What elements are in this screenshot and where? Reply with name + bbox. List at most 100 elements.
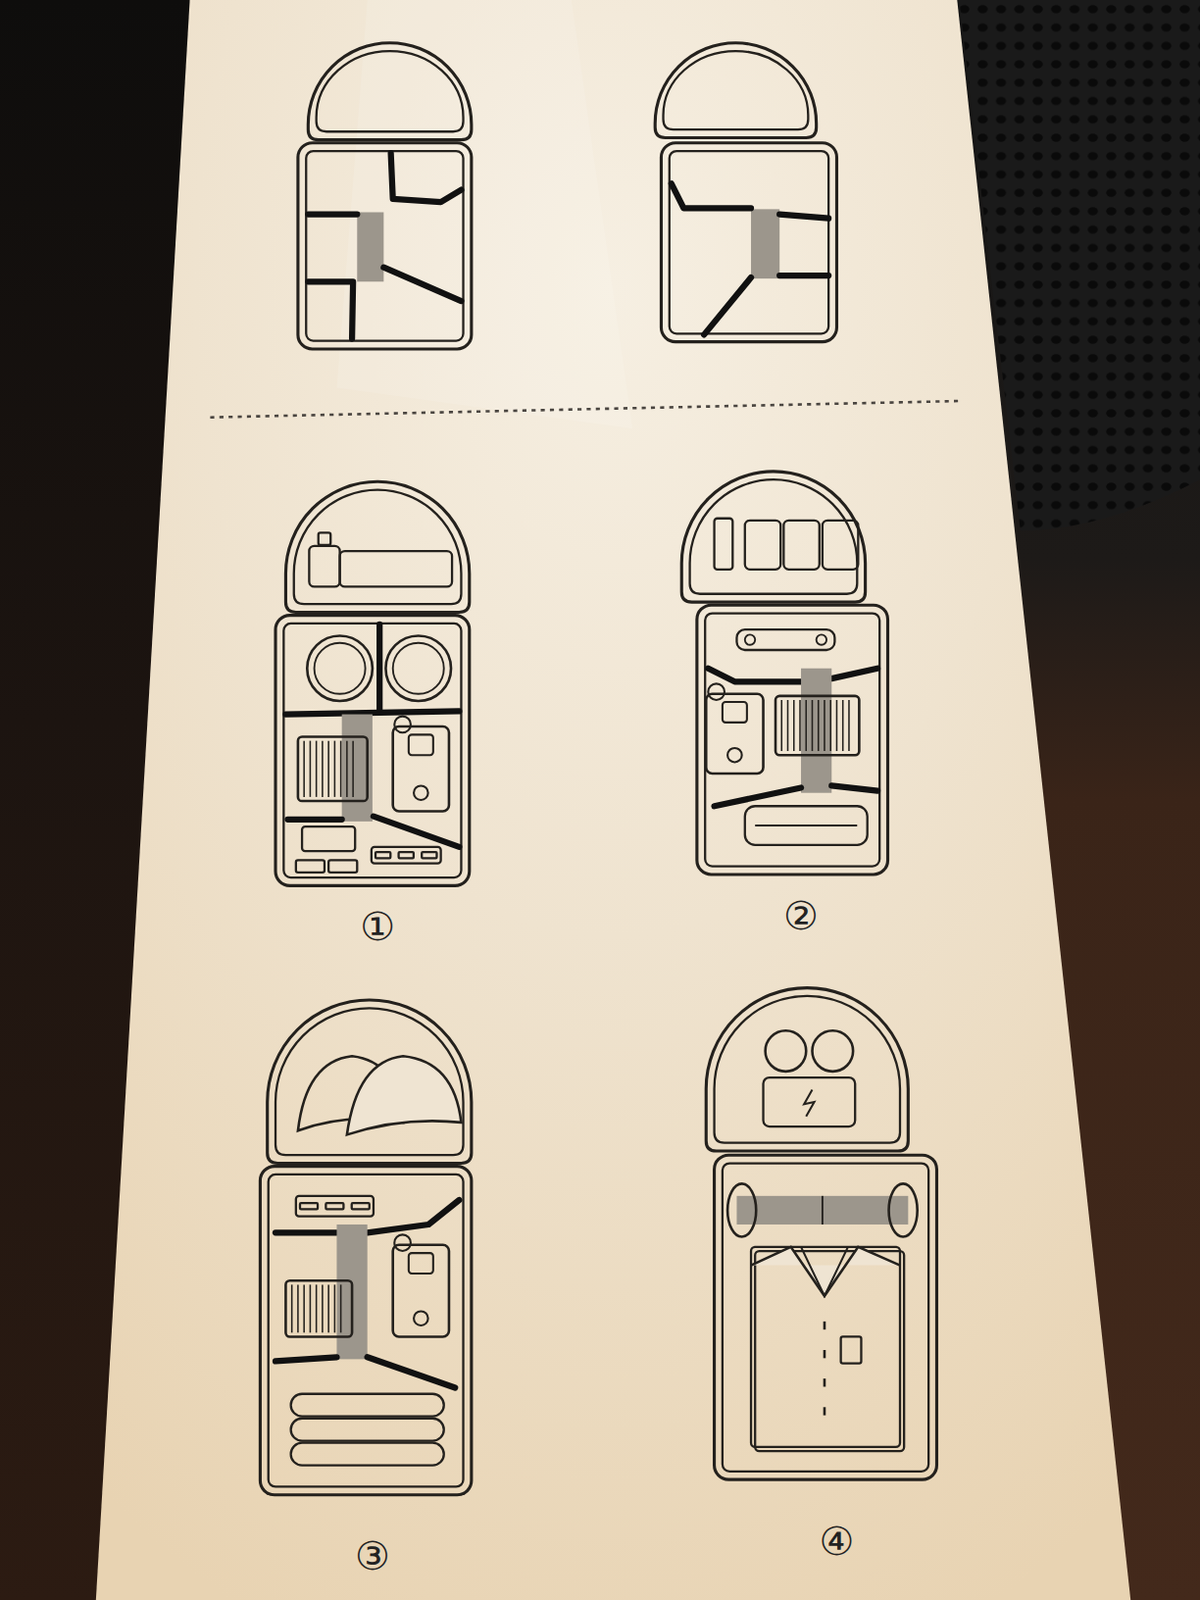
lid-pocket-inner xyxy=(690,479,858,595)
headband-joint xyxy=(821,1196,824,1225)
light-patch xyxy=(336,0,633,429)
lens-ridge xyxy=(848,700,850,751)
divider-wall xyxy=(307,281,353,339)
lid-pocket-inner xyxy=(714,996,900,1144)
usb-port xyxy=(325,1202,344,1209)
divider-wall xyxy=(779,272,829,279)
lens-ridge xyxy=(321,1284,324,1333)
lightning-symbol xyxy=(803,1090,814,1117)
callout-number: ② xyxy=(783,896,819,936)
compartment-frame xyxy=(654,43,837,343)
divider-wall xyxy=(831,785,878,791)
gimbal-handle xyxy=(308,546,340,588)
divider-wall xyxy=(707,668,801,683)
battery xyxy=(745,520,781,570)
usb-port xyxy=(399,851,414,858)
lens-ridge xyxy=(327,1284,330,1333)
camera-dial xyxy=(707,683,725,700)
lens xyxy=(298,736,368,801)
lens-ridge xyxy=(829,700,832,751)
velcro-strap xyxy=(736,1196,908,1225)
divider-wall xyxy=(373,816,459,848)
lens xyxy=(285,1280,352,1337)
lens-ridge xyxy=(309,1284,312,1333)
compartment-frame xyxy=(275,481,470,886)
dotted-divider xyxy=(209,400,959,418)
velcro-strap xyxy=(800,668,832,794)
folded-drone xyxy=(745,805,868,846)
main-compartment-inner xyxy=(704,613,880,867)
divider-wall xyxy=(288,816,343,823)
camera-body xyxy=(393,726,450,811)
compartment-frame xyxy=(259,1000,471,1496)
lid-pocket-outline xyxy=(654,43,816,139)
usb-hub xyxy=(371,847,442,864)
divider-wall xyxy=(779,214,829,219)
camera-dial xyxy=(394,716,411,734)
lens-ridge xyxy=(836,700,839,751)
lens-ridge xyxy=(340,1284,343,1333)
divider-wall xyxy=(307,210,357,217)
lens-cap-rim xyxy=(393,643,445,695)
divider-wall xyxy=(703,277,751,335)
camera-icon xyxy=(705,683,859,774)
camera-body xyxy=(705,694,763,774)
main-compartment-outline xyxy=(660,143,837,343)
camera-button xyxy=(413,1310,429,1326)
lid-pocket-outline xyxy=(681,471,865,602)
lid-pocket-inner xyxy=(663,50,809,130)
divider-wall xyxy=(831,668,878,679)
lens-ridge xyxy=(334,741,337,798)
lens-ridge xyxy=(780,700,783,751)
lens-ridge xyxy=(302,741,305,798)
gimbal-case xyxy=(340,550,452,587)
lens-ridge xyxy=(793,700,796,751)
lens-ridge xyxy=(309,741,312,798)
camera-body xyxy=(393,1245,450,1338)
lens-ridge xyxy=(321,741,324,798)
lens-ridge xyxy=(346,741,349,798)
divider-wall xyxy=(367,1356,456,1388)
compartment-frame xyxy=(705,988,937,1481)
callout-number: ① xyxy=(359,906,396,947)
velcro-strap xyxy=(750,208,780,279)
lens-ridge xyxy=(340,741,343,798)
compartment-frame xyxy=(681,471,888,875)
camera-screen xyxy=(408,1252,434,1274)
shirt-button xyxy=(823,1350,827,1358)
headphone-cup xyxy=(727,1183,756,1237)
paper-sheet xyxy=(96,0,1131,1600)
lid-pocket-inner xyxy=(294,490,462,605)
folded-shirt xyxy=(750,1247,900,1448)
power-bank xyxy=(763,1077,856,1127)
drone-arm xyxy=(754,824,857,827)
lens-ridge xyxy=(291,1284,294,1333)
callout-number: ③ xyxy=(354,1536,391,1576)
card-reader xyxy=(301,826,355,851)
main-compartment-inner xyxy=(722,1163,929,1472)
camera-button xyxy=(727,748,743,763)
memory-card xyxy=(296,859,325,872)
cap xyxy=(347,1055,462,1135)
lens-ridge xyxy=(315,741,318,798)
lid-pocket-inner xyxy=(275,1007,464,1155)
usb-hub xyxy=(296,1196,374,1217)
battery xyxy=(822,520,858,570)
divider-wall xyxy=(671,183,751,208)
battery xyxy=(783,520,819,570)
lid-pocket-inner xyxy=(316,50,464,132)
camera-dial xyxy=(394,1234,411,1251)
rolled-clothes xyxy=(291,1443,445,1466)
main-compartment-outline xyxy=(275,615,470,887)
divider-wall xyxy=(275,1229,337,1236)
lens-cap xyxy=(385,635,451,701)
lens-ridge xyxy=(823,700,826,751)
lid-pocket-outline xyxy=(705,988,908,1151)
gimbal-head xyxy=(318,532,331,545)
main-compartment-outline xyxy=(259,1166,471,1496)
usb-stick xyxy=(714,518,734,570)
lid-pocket-outline xyxy=(267,1000,472,1164)
